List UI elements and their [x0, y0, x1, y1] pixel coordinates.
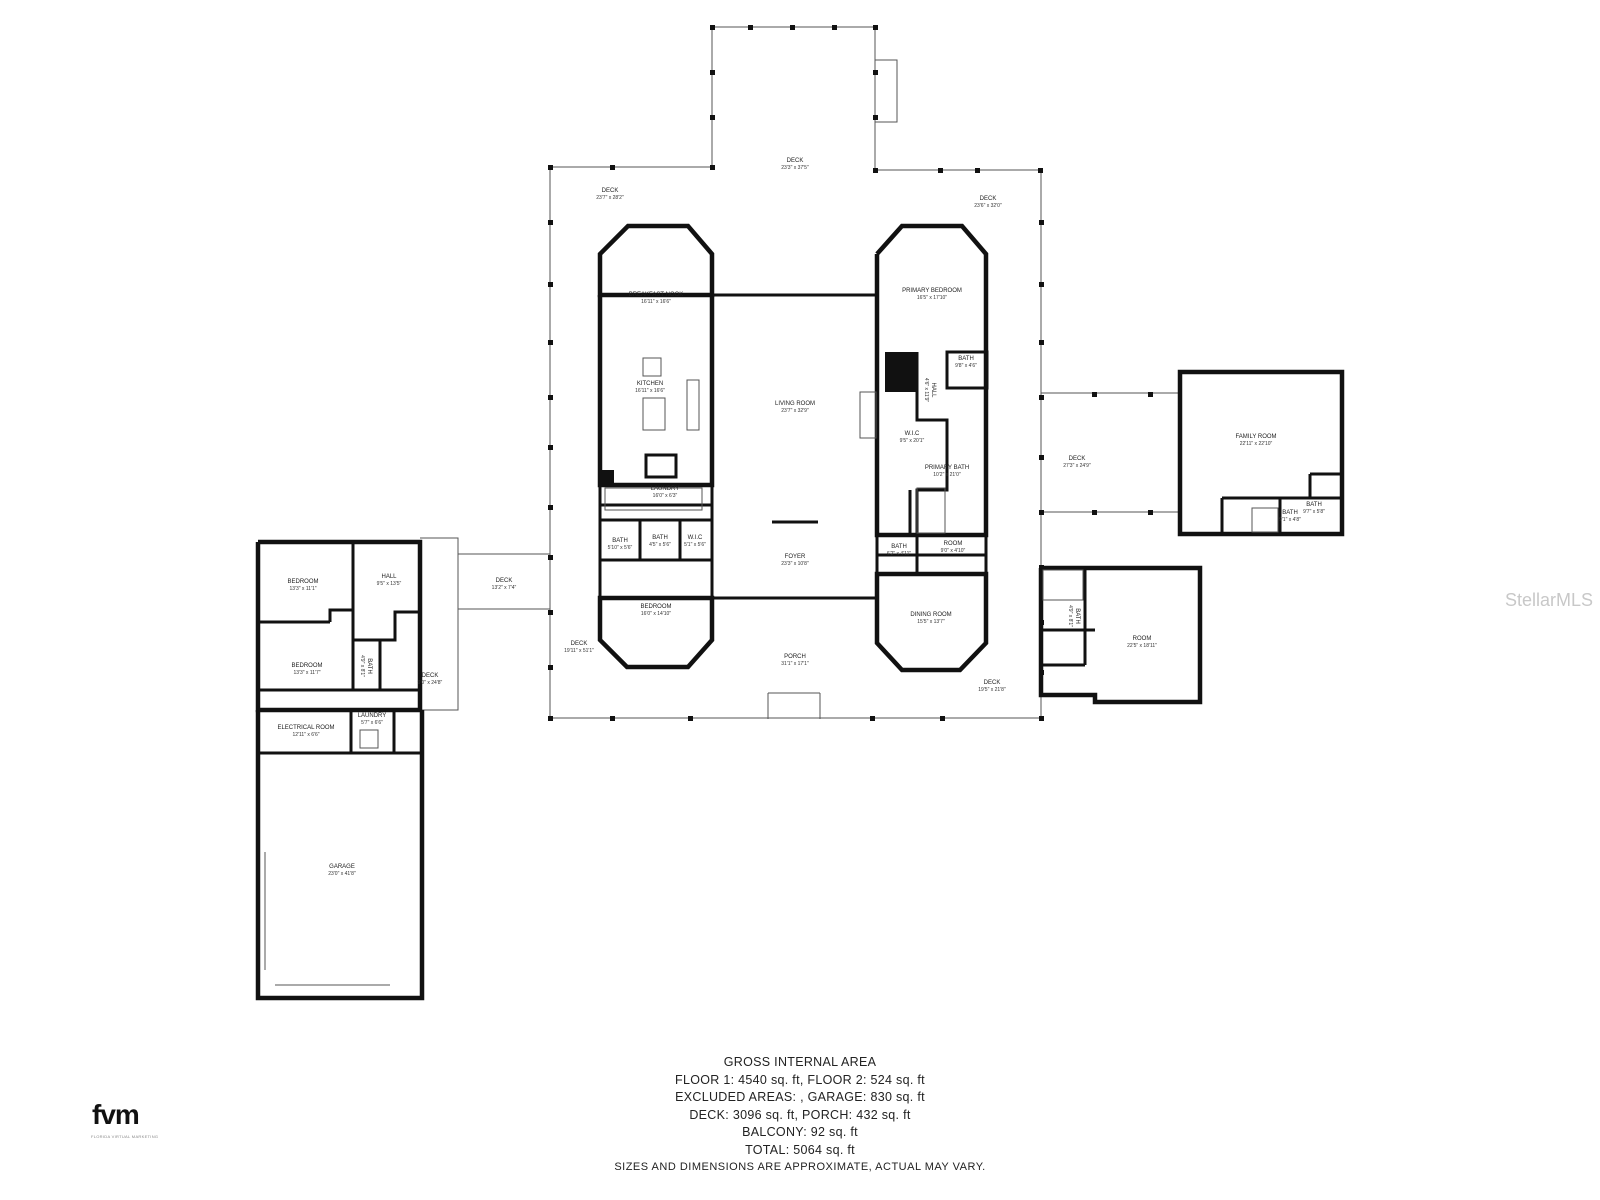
room-label: W.I.C [905, 431, 920, 437]
logo-subtitle: FLORIDA VIRTUAL MARKETING [91, 1134, 159, 1139]
room-label: DECK [980, 196, 997, 202]
room-dim: 16'0" x 6'3" [653, 493, 678, 499]
room-dim: 9'0" x 4'10" [941, 548, 966, 554]
room-label: KITCHEN [637, 381, 663, 387]
room-dim: 23'0" x 41'8" [328, 871, 356, 877]
room-dim: 5'7" x 6'6" [361, 720, 383, 726]
room-label: BATH [1282, 510, 1298, 516]
room-label: LAUNDRY [651, 486, 680, 492]
room-dim: 9'7" x 5'8" [1303, 509, 1325, 515]
east-wing-walls [1038, 369, 1345, 705]
room-label: BATH [958, 356, 974, 362]
room-dim: 13'3" x 11'7" [293, 670, 320, 676]
room-label: PRIMARY BEDROOM [902, 288, 962, 294]
room-dim: 19'5" x 21'8" [978, 687, 1006, 693]
room-dim: 22'5" x 18'11" [1127, 643, 1157, 649]
room-label: ELECTRICAL ROOM [277, 725, 334, 731]
room-dim: 9'0" x 24'8" [418, 680, 443, 686]
room-dim: 16'0" x 14'10" [641, 611, 671, 617]
room-dim: 6'2" x 4'11" [887, 551, 911, 557]
room-label: DECK [496, 578, 513, 584]
room-dim: 4'5" x 5'6" [649, 542, 671, 548]
room-label: LAUNDRY [358, 713, 387, 719]
summary-excluded: EXCLUDED AREAS: , GARAGE: 830 sq. ft [675, 1090, 925, 1104]
room-dim: 23'3" x 37'5" [781, 165, 809, 171]
room-dim: 10'2" x 21'0" [933, 472, 961, 478]
room-label: DECK [602, 188, 619, 194]
room-dim: 19'11" x 51'1" [564, 648, 594, 654]
room-label: DECK [422, 673, 439, 679]
room-dim: 12'11" x 6'6" [292, 732, 319, 738]
room-dim: 31'1" x 17'1" [781, 661, 809, 667]
room-dim: 27'3" x 24'9" [1063, 463, 1091, 469]
summary-note: SIZES AND DIMENSIONS ARE APPROXIMATE, AC… [614, 1161, 986, 1173]
room-dim: 16'11" x 16'6" [635, 388, 665, 394]
room-label: BEDROOM [291, 663, 322, 669]
room-label: LIVING ROOM [775, 401, 815, 407]
room-label: BEDROOM [640, 604, 671, 610]
room-label: FOYER [785, 554, 806, 560]
room-dim: 4'9" x 8'1" [359, 655, 365, 677]
room-label: HALL [381, 574, 397, 580]
room-dim: 4'6" x 11'9" [923, 378, 929, 402]
watermark: StellarMLS [1505, 590, 1594, 610]
summary-floors: FLOOR 1: 4540 sq. ft, FLOOR 2: 524 sq. f… [675, 1072, 925, 1087]
room-dim: 23'7" x 32'9" [781, 408, 809, 414]
west-wing-walls [255, 539, 425, 1001]
room-label: HALL [930, 382, 936, 398]
deck-posts [548, 25, 1153, 721]
summary-deck: DECK: 3096 sq. ft, PORCH: 432 sq. ft [689, 1107, 911, 1122]
room-dim: 23'3" x 10'8" [781, 561, 809, 567]
room-label: BREAKFAST NOOK [629, 292, 684, 298]
room-dim: 5'10" x 5'6" [608, 545, 633, 551]
room-dim: 9'8" x 4'6" [955, 363, 977, 369]
room-label: FAMILY ROOM [1235, 434, 1276, 440]
room-dim: 23'7" x 28'2" [596, 195, 624, 201]
summary-balcony: BALCONY: 92 sq. ft [742, 1125, 858, 1139]
room-dim: 16'5" x 17'10" [917, 295, 947, 301]
room-label: PORCH [784, 654, 806, 660]
room-dim: 9'1" x 4'8" [1279, 517, 1301, 523]
room-label: BATH [1306, 502, 1322, 508]
room-dim: 4'9" x 8'1" [1067, 605, 1073, 627]
area-summary: GROSS INTERNAL AREA FLOOR 1: 4540 sq. ft… [550, 1054, 1050, 1177]
room-label: PRIMARY BATH [925, 465, 969, 471]
room-label: W.I.C [688, 535, 703, 541]
room-dim: 9'5" x 20'1" [900, 438, 925, 444]
room-label: DECK [787, 158, 804, 164]
room-label: DECK [984, 680, 1001, 686]
room-dim: 13'3" x 11'1" [289, 586, 316, 592]
room-label: BATH [612, 538, 628, 544]
room-dim: 23'6" x 32'0" [974, 203, 1002, 209]
room-dim: 13'2" x 7'4" [492, 585, 517, 591]
room-label: BATH [891, 544, 907, 550]
room-labels: BREAKFAST NOOK 16'11" x 16'6" KITCHEN 16… [277, 158, 1325, 877]
room-label: ROOM [944, 541, 963, 547]
room-dim: 16'11" x 16'6" [641, 299, 671, 305]
room-label: BATH [1074, 608, 1080, 624]
room-label: BATH [652, 535, 668, 541]
room-label: DECK [571, 641, 588, 647]
summary-title: GROSS INTERNAL AREA [723, 1055, 877, 1069]
deck-outlines [400, 26, 1181, 719]
room-label: ROOM [1133, 636, 1152, 642]
room-label: GARAGE [329, 864, 355, 870]
main-house-walls [597, 223, 989, 673]
room-label: DECK [1069, 456, 1086, 462]
room-dim: 22'11" x 22'10" [1240, 441, 1273, 447]
fvm-logo: fvm [92, 1099, 140, 1130]
summary-total: TOTAL: 5064 sq. ft [745, 1142, 855, 1157]
room-dim: 15'5" x 13'7" [917, 619, 945, 625]
room-label: DINING ROOM [910, 612, 951, 618]
room-dim: 9'5" x 13'5" [377, 581, 402, 587]
room-label: BEDROOM [287, 579, 318, 585]
room-dim: 5'1" x 5'6" [684, 542, 706, 548]
room-label: BATH [366, 658, 372, 674]
